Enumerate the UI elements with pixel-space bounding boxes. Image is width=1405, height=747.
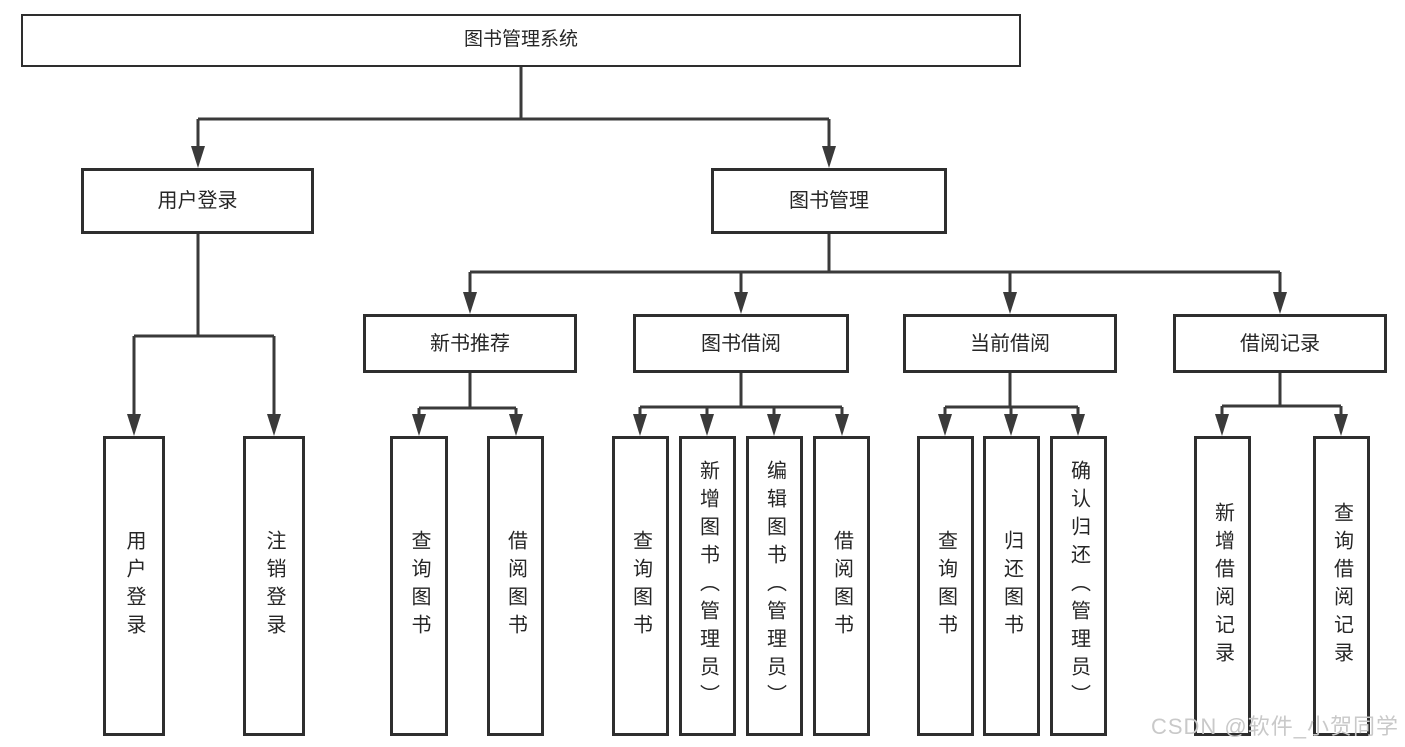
node-library-system: 图书管理系统: [21, 14, 1021, 67]
leaf-return-book: 归还图书: [983, 436, 1040, 736]
leaf-logout-login: 注销登录: [243, 436, 305, 736]
node-book-management: 图书管理: [711, 168, 947, 234]
leaf-query-book-recommend: 查询图书: [390, 436, 448, 736]
node-borrowing-records: 借阅记录: [1173, 314, 1387, 373]
node-current-borrowing: 当前借阅: [903, 314, 1117, 373]
node-new-book-recommendation: 新书推荐: [363, 314, 577, 373]
leaf-query-borrow-record: 查询借阅记录: [1313, 436, 1370, 736]
leaf-user-login: 用户登录: [103, 436, 165, 736]
leaf-confirm-return-admin: 确认归还（管理员）: [1050, 436, 1107, 736]
leaf-add-book-admin: 新增图书（管理员）: [679, 436, 736, 736]
leaf-query-book-borrowing: 查询图书: [612, 436, 669, 736]
leaf-add-borrow-record: 新增借阅记录: [1194, 436, 1251, 736]
node-book-borrowing: 图书借阅: [633, 314, 849, 373]
leaf-borrow-book-borrowing: 借阅图书: [813, 436, 870, 736]
watermark: CSDN @软件_小贺同学: [1150, 714, 1399, 739]
leaf-query-book-current: 查询图书: [917, 436, 974, 736]
leaf-edit-book-admin: 编辑图书（管理员）: [746, 436, 803, 736]
node-user-login: 用户登录: [81, 168, 314, 234]
leaf-borrow-book-recommend: 借阅图书: [487, 436, 544, 736]
